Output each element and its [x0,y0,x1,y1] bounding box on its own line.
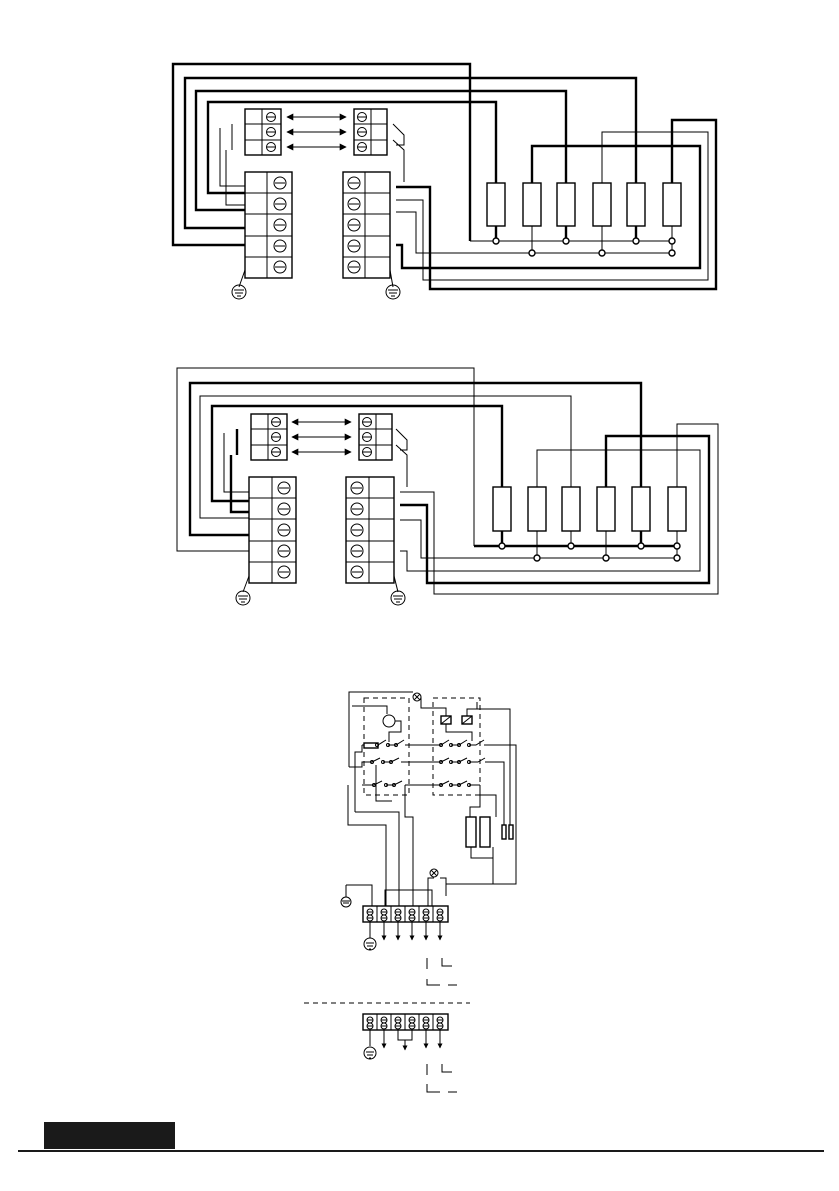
footer-tab [44,1122,175,1149]
d2-bridge-arrows [292,422,351,452]
heater-element [627,183,645,226]
limit-switch [509,825,513,839]
heater-element [562,487,580,531]
heater-element [480,817,490,847]
d2-heater-elements [493,487,686,561]
heater-element [597,487,615,531]
lamp-icon [430,869,438,877]
d1-heater-elements [487,183,681,256]
d1-left-terminal-block [245,172,292,278]
limit-switch [502,825,506,839]
d1-right-terminal-block [343,172,390,278]
heater-element [487,183,505,226]
heater-element [663,183,681,226]
lamp-icon [413,693,421,701]
ground-icon [232,270,246,299]
heater-element [528,487,546,531]
heater-element [523,183,541,226]
d1-bridge-block-right [354,109,387,155]
alt-terminal-block [363,1014,448,1050]
ground-icon [341,885,351,907]
jumper-bracket-1 [427,958,457,985]
heater-element [668,487,686,531]
ground-icon [364,938,376,950]
main-terminal-block [363,906,448,940]
d2-bridge-block-right [359,414,392,460]
jumper-bracket-2 [427,1064,457,1092]
heater-element [493,487,511,531]
heater-element [466,817,476,847]
d2-right-terminal-block [346,477,394,583]
d1-bridge-block-left [245,109,281,155]
ground-icon [236,576,250,605]
d2-left-terminal-block [249,477,296,583]
d1-bridge-arrows [287,117,346,147]
wiring-diagram-1 [173,64,716,299]
heater-element [632,487,650,531]
ground-icon [364,1047,376,1059]
motor-icon [383,715,395,727]
footer-rule [18,1150,824,1152]
d2-bridge-block-left [251,414,287,460]
wiring-diagram-2 [177,368,718,605]
control-schematic [304,692,516,1092]
heater-element [557,183,575,226]
heater-element [593,183,611,226]
